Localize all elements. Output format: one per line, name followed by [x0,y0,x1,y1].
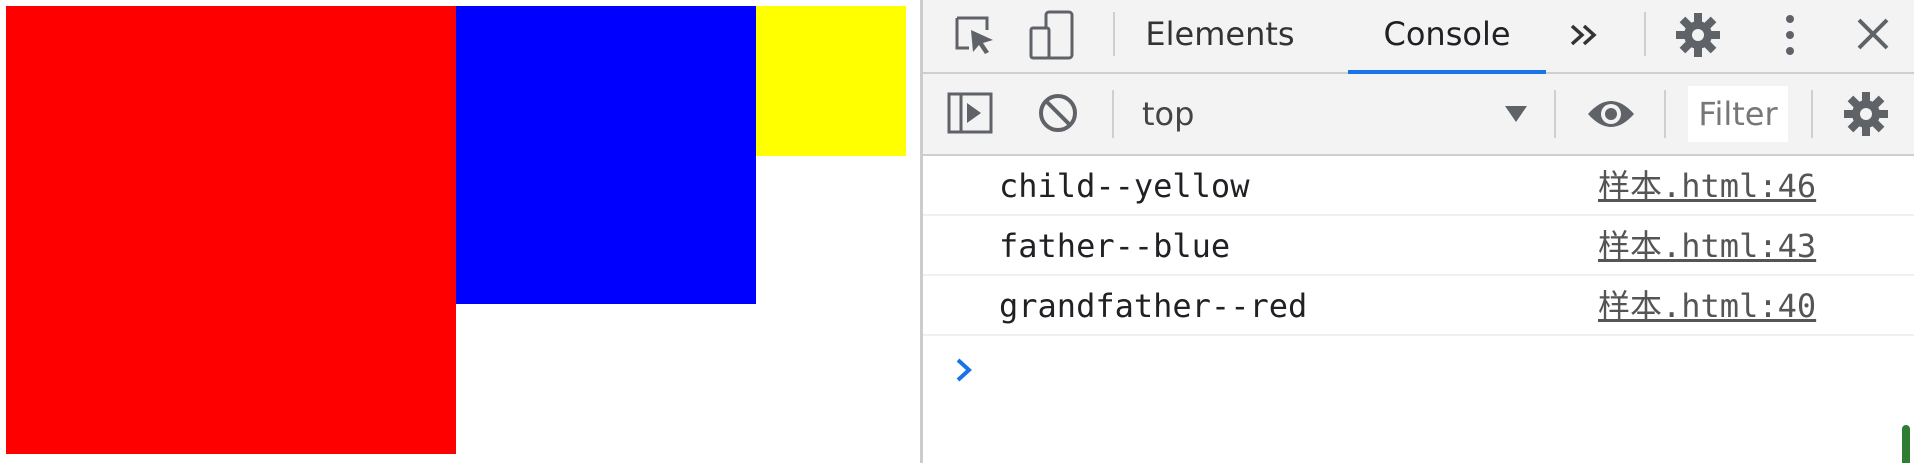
toolbar-separator [1664,90,1666,138]
console-message: father--blue 样本.html:43 [923,216,1914,276]
element-picker-icon[interactable] [953,14,997,58]
toolbar-separator [1554,90,1556,138]
toolbar-separator [1112,90,1114,138]
message-source-link[interactable]: 样本.html:40 [1598,287,1817,325]
grandfather-box[interactable] [6,6,906,454]
devtools-panel: Elements Console [920,0,1914,463]
father-box[interactable] [456,6,906,304]
tab-elements[interactable]: Elements [1145,15,1295,53]
console-prompt-chevron-icon[interactable] [953,356,975,384]
toolbar-separator [1811,90,1813,138]
devtools-tab-bar: Elements Console [923,0,1914,74]
kebab-menu-icon[interactable] [1783,12,1797,58]
sidebar-toggle-icon[interactable] [947,92,993,134]
eye-icon[interactable] [1586,94,1636,134]
caret-down-icon[interactable] [1503,104,1529,124]
message-text: grandfather--red [999,287,1308,325]
chevrons-right-icon[interactable] [1568,20,1602,50]
close-icon[interactable] [1855,16,1891,52]
console-settings-gear-icon[interactable] [1843,91,1889,137]
console-output: child--yellow 样本.html:46 father--blue 样本… [923,156,1914,463]
active-tab-underline [1348,70,1546,74]
console-message: child--yellow 样本.html:46 [923,156,1914,216]
tab-console[interactable]: Console [1348,0,1546,74]
execution-context-selector[interactable]: top [1142,95,1195,133]
message-text: child--yellow [999,167,1250,205]
page-viewport [0,0,920,463]
tab-separator [1113,12,1115,56]
message-text: father--blue [999,227,1231,265]
device-toolbar-icon[interactable] [1028,10,1076,60]
filter-input[interactable]: Filter [1688,86,1788,142]
scrollbar-thumb[interactable] [1902,425,1910,463]
tab-separator [1644,12,1646,56]
child-box[interactable] [756,6,906,156]
console-toolbar: top Filter [923,74,1914,156]
console-message: grandfather--red 样本.html:40 [923,276,1914,336]
gear-icon[interactable] [1675,12,1721,58]
message-source-link[interactable]: 样本.html:43 [1598,227,1817,265]
clear-console-icon[interactable] [1037,92,1079,134]
message-source-link[interactable]: 样本.html:46 [1598,167,1817,205]
